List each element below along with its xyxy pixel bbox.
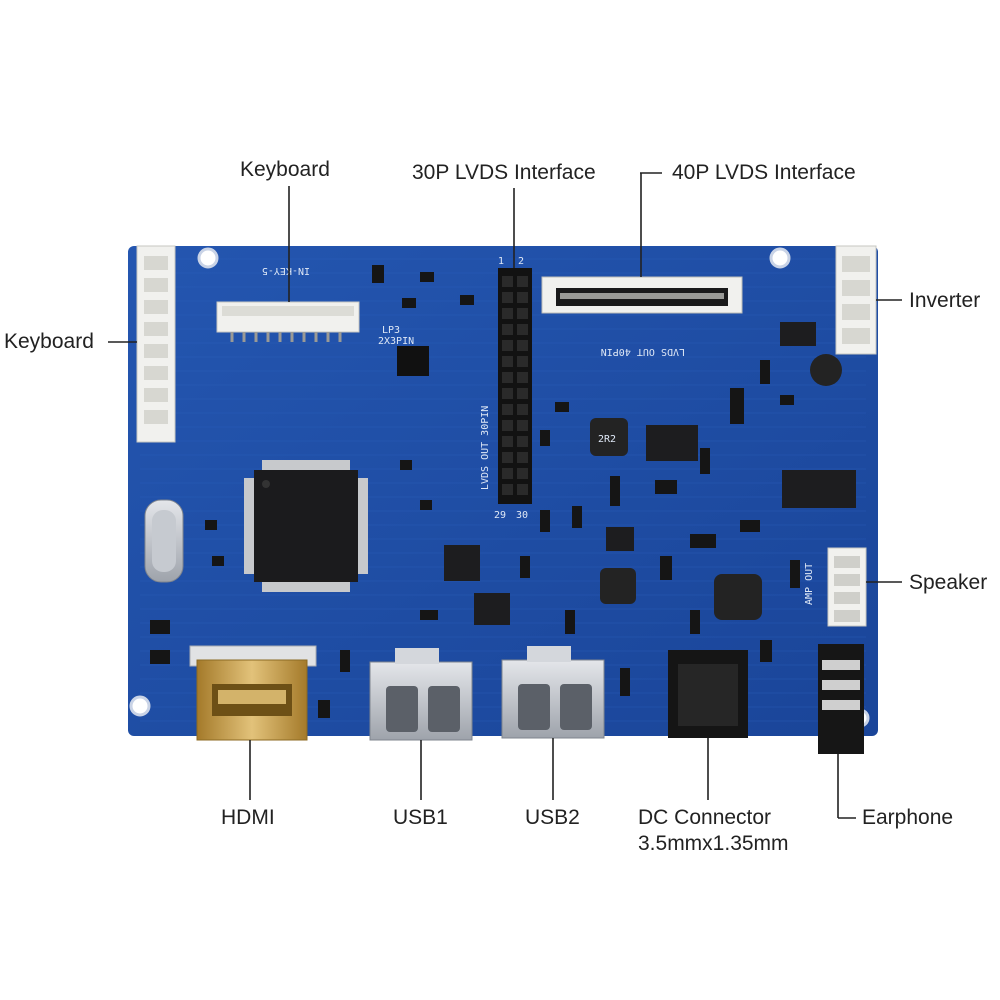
label-inverter: Inverter [909,289,981,312]
label-40p-lvds: 40P LVDS Interface [672,161,856,184]
lvds40-connector [541,276,743,314]
regulator-ic [646,425,698,461]
main-ic [244,460,368,592]
label-earphone: Earphone [862,806,954,829]
label-30p-lvds: 30P LVDS Interface [412,161,596,184]
usb1-connector [369,648,473,741]
inductor: 2R2 [590,418,628,456]
usb2-connector [501,646,605,739]
label-keyboard-left: Keyboard [4,330,94,353]
dc-jack [668,650,748,738]
inductor [714,574,762,620]
mount-hole [197,247,219,269]
label-speaker: Speaker [909,571,988,594]
small-ic [444,545,480,581]
inductor [600,568,636,604]
two-x3pin-header [397,346,429,376]
label-keyboard-top: Keyboard [240,158,330,181]
keyboard-connector-top [216,301,360,342]
label-dc-connector: DC Connector [638,806,772,829]
silk-pin-2: 2 [518,256,524,267]
silk-amp-out: AMP OUT [804,563,815,605]
mount-hole [769,247,791,269]
label-usb1: USB1 [393,806,448,829]
silk-lvds-out-30pin: LVDS OUT 30PIN [480,406,491,490]
inductor [810,354,842,386]
inverter-connector [835,245,877,355]
mount-hole [129,695,151,717]
label-usb2: USB2 [525,806,580,829]
earphone-jack [818,644,864,754]
silk-2r2: 2R2 [598,434,616,445]
lvds30-header [498,268,532,504]
speaker-connector [827,547,867,627]
amp-ic [782,470,856,508]
small-ic [606,527,634,551]
crystal-oscillator [144,499,184,583]
silk-pin-30: 30 [516,510,528,521]
keyboard-connector-left [136,245,176,443]
label-dc-size: 3.5mmx1.35mm [638,832,789,855]
leader-lines [108,172,902,819]
small-ic [474,593,510,625]
silk-pin-1: 1 [498,256,504,267]
small-ic [780,322,816,346]
silk-lvds-out-40pin: LVDS OUT 40PIN [601,346,685,357]
silk-pin-29: 29 [494,510,506,521]
silk-2x3pin: 2X3PIN [378,336,414,347]
hdmi-connector [189,645,317,741]
label-hdmi: HDMI [221,806,275,829]
silk-lp3: LP3 [382,325,400,336]
smd-components [150,265,800,718]
silk-key-in: IN-KEY-5 [262,265,310,276]
